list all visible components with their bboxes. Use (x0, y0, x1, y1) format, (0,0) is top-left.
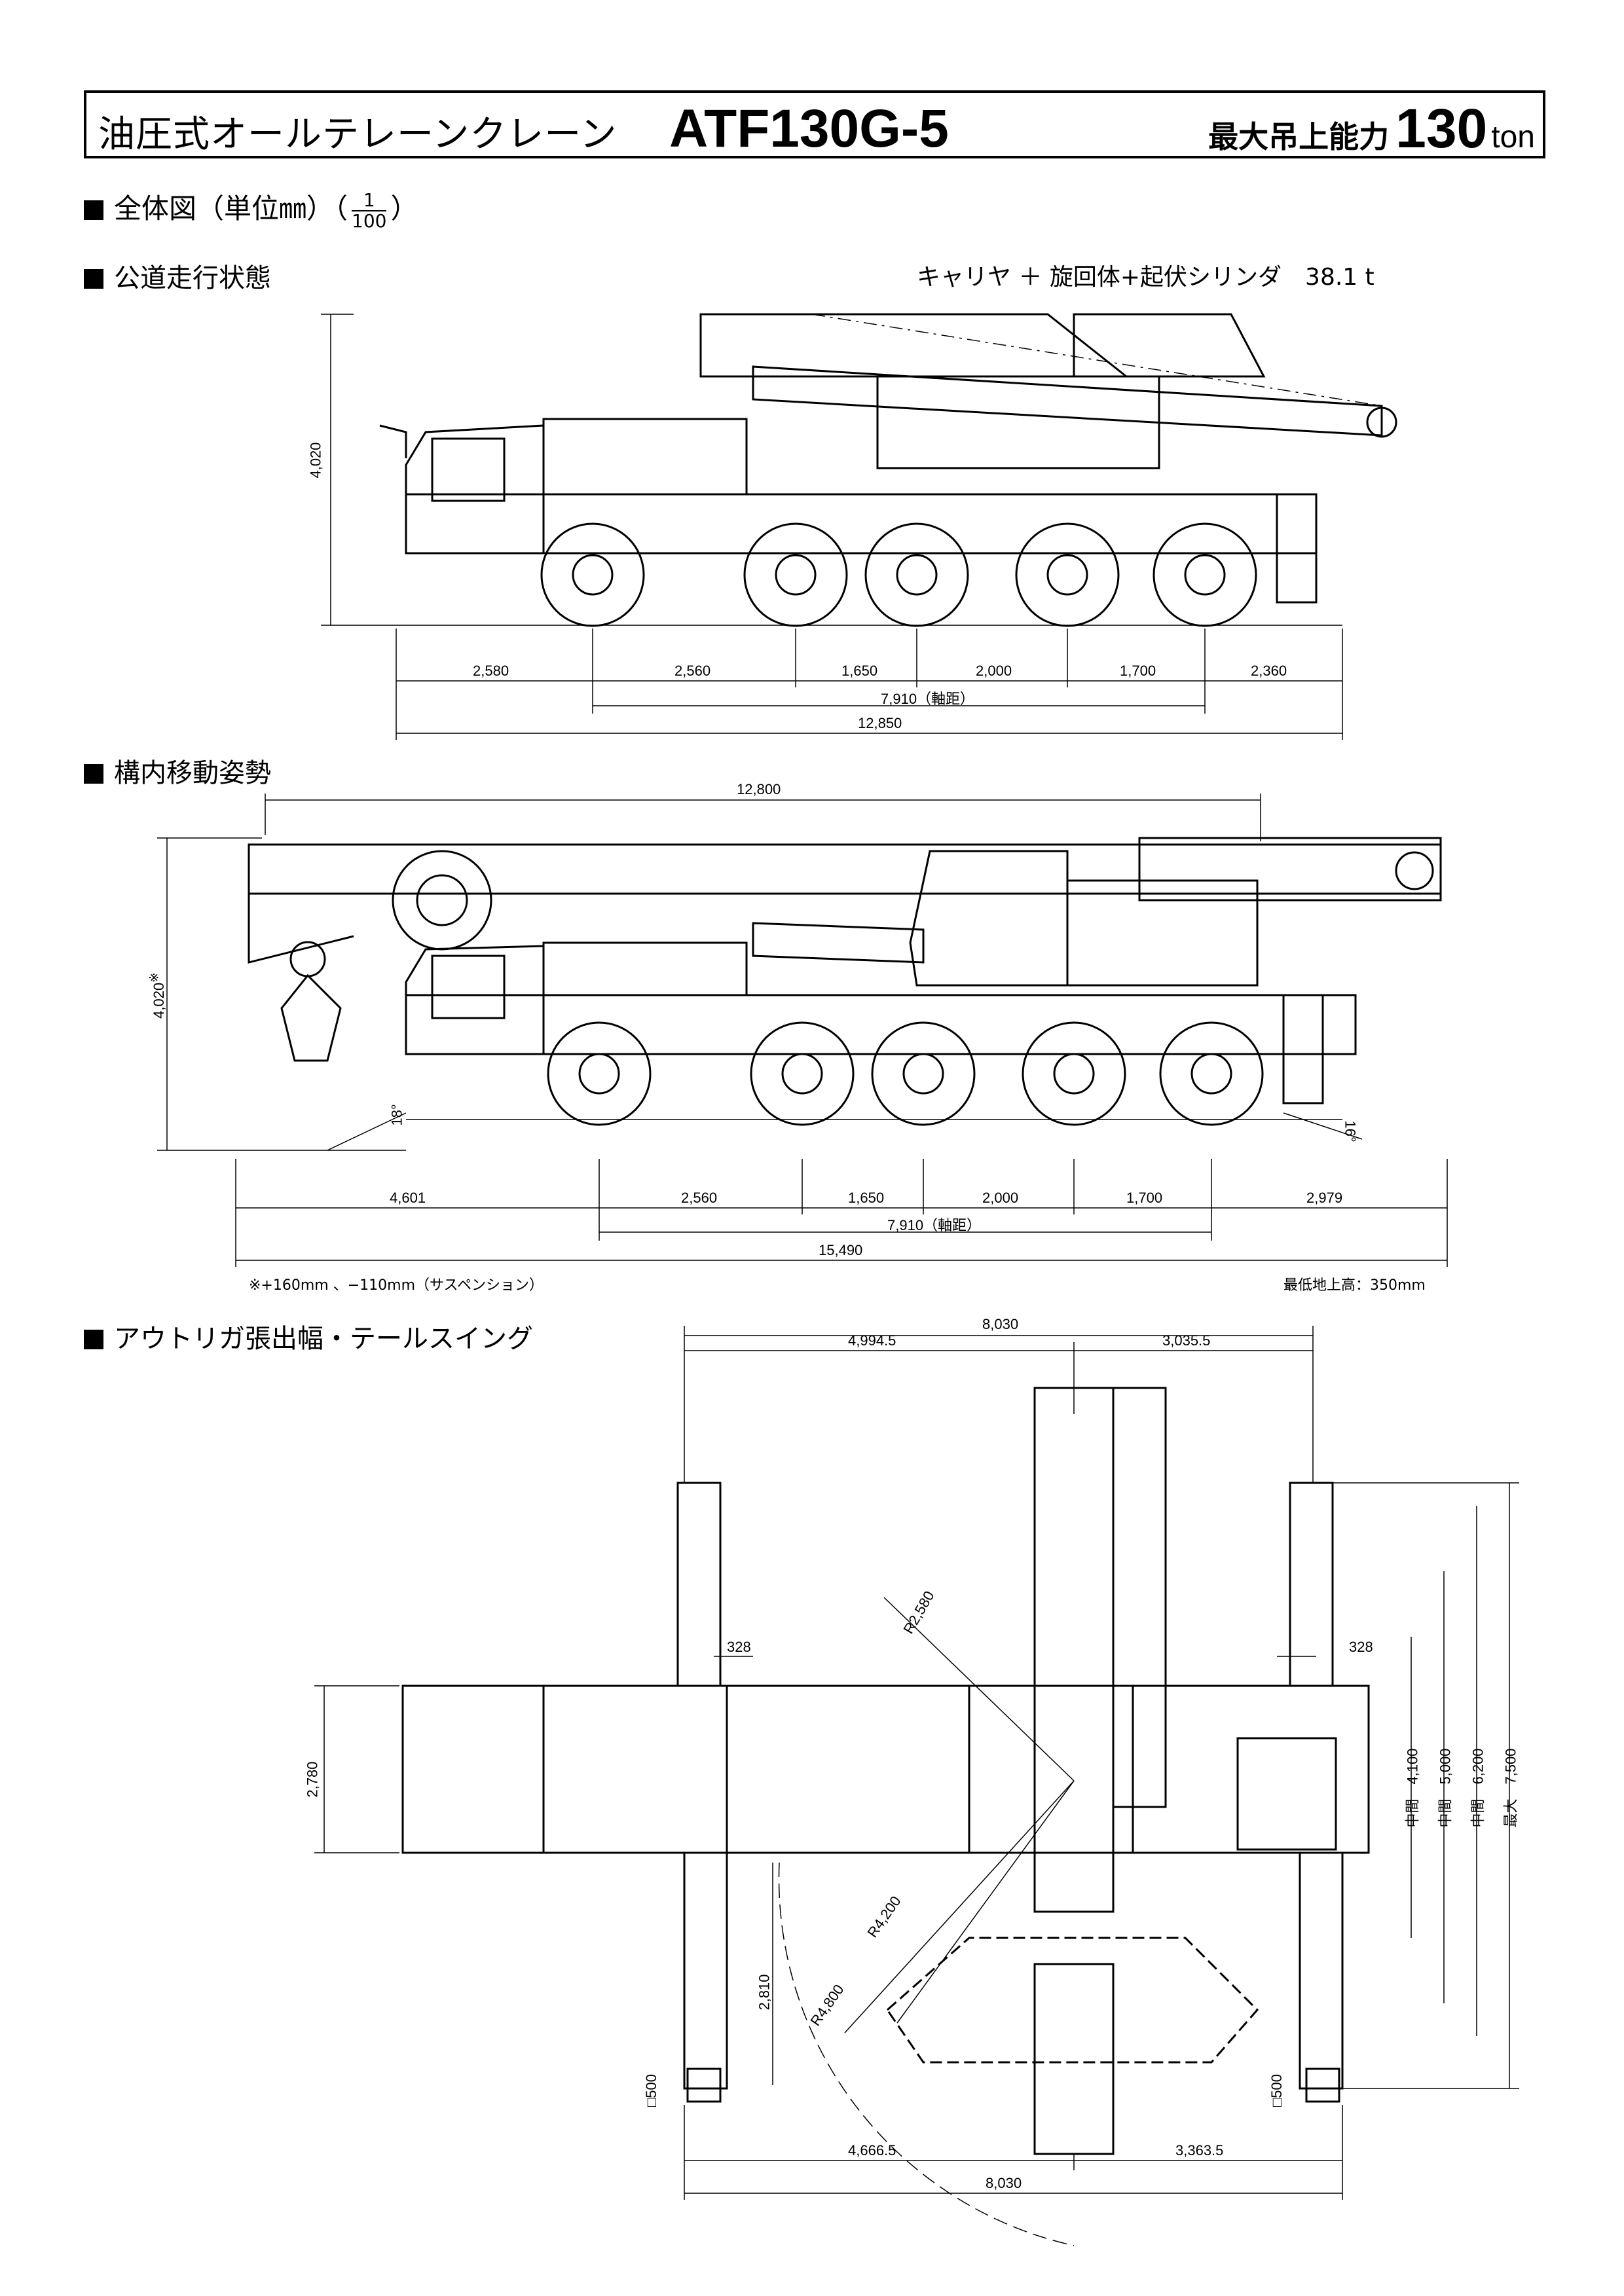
outrigger-width: 2,780 (304, 1761, 321, 1798)
site-clearance-note: 最低地上高：350mm (1283, 1277, 1426, 1294)
road-dim-1: 2,580 (473, 663, 509, 679)
outrigger-pad-right: □500 (1268, 2074, 1285, 2107)
span-4: 最大 7,500 (1502, 1748, 1519, 1828)
outrigger-top-right: 3,035.5 (1162, 1332, 1211, 1349)
section-bullet-icon (84, 200, 103, 220)
capacity-unit: ton (1491, 120, 1535, 155)
outrigger-section-title: アウトリガ張出幅・テールスイング (84, 1317, 533, 1355)
road-height: 4,020 (307, 442, 324, 479)
model-name: ATF130G-5 (669, 99, 949, 158)
outrigger-bottom-total: 8,030 (986, 2175, 1022, 2191)
outrigger-top-left: 4,994.5 (848, 1332, 896, 1349)
crane-type-label: 油圧式オールテレーンクレーン (98, 113, 618, 156)
road-crane-drawing (321, 313, 1397, 740)
section-bullet-icon (84, 1330, 103, 1349)
outrigger-depth: 2,810 (756, 1974, 773, 2011)
outrigger-bottom-right: 3,363.5 (1175, 2142, 1224, 2159)
road-wheels (540, 522, 1257, 627)
site-dim-3: 1,650 (848, 1190, 885, 1206)
site-dim-1: 4,601 (390, 1190, 426, 1206)
site-top-length: 12,800 (737, 781, 781, 797)
road-weight-note: キャリヤ ＋ 旋回体+起伏シリンダ 38.1 t (917, 264, 1375, 291)
site-angle-front: 18° (388, 1104, 405, 1126)
road-dim-2: 2,560 (674, 663, 711, 679)
capacity-value: 130 (1395, 98, 1488, 159)
road-dim-5: 1,700 (1120, 663, 1156, 679)
site-crane-drawing (157, 793, 1448, 1267)
site-total: 15,490 (819, 1242, 863, 1258)
span-1: 中間 4,100 (1404, 1748, 1421, 1828)
road-section-title: 公道走行状態 (84, 257, 271, 295)
site-angle-rear: 16° (1342, 1120, 1359, 1142)
site-suspension-note: ※+160mm 、−110mm（サスペンション） (249, 1277, 544, 1294)
site-section-title: 構内移動姿勢 (84, 752, 271, 790)
outrigger-bottom-left: 4,666.5 (848, 2142, 896, 2159)
outrigger-top-total: 8,030 (982, 1316, 1019, 1332)
road-dim-4: 2,000 (976, 663, 1012, 679)
road-dim-3: 1,650 (841, 663, 878, 679)
road-dim-6: 2,360 (1251, 663, 1287, 679)
outrigger-left-offset: 328 (727, 1639, 751, 1655)
road-wheelbase: 7,910（軸距） (881, 691, 975, 707)
outrigger-right-offset: 328 (1349, 1639, 1373, 1655)
site-height: 4,020※ (147, 972, 167, 1019)
road-total: 12,850 (858, 715, 902, 731)
site-dim-2: 2,560 (681, 1190, 718, 1206)
section-bullet-icon (84, 269, 103, 289)
site-wheelbase: 7,910（軸距） (887, 1217, 982, 1233)
span-3: 中間 6,200 (1469, 1748, 1486, 1828)
site-dim-6: 2,979 (1306, 1190, 1343, 1206)
capacity-label: 最大吊上能力 (1208, 119, 1390, 155)
outrigger-plan-drawing (314, 1326, 1519, 2246)
span-2: 中間 5,000 (1437, 1748, 1454, 1828)
site-dim-5: 1,700 (1126, 1190, 1163, 1206)
outrigger-pad-left: □500 (643, 2074, 659, 2107)
section-bullet-icon (84, 764, 103, 784)
site-wheels (547, 1021, 1264, 1126)
site-dim-4: 2,000 (982, 1190, 1019, 1206)
